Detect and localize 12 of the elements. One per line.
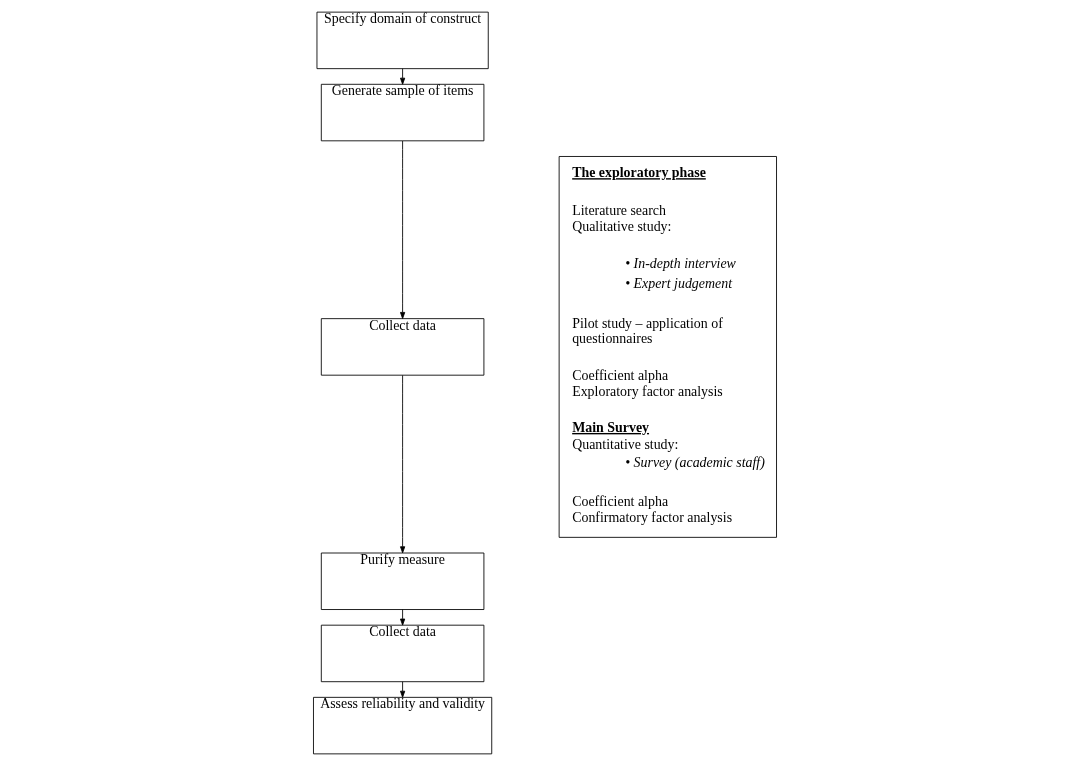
node-box: Generate sample of items [320,83,484,142]
node-box: Assess reliability and validity [312,696,492,755]
arrow [399,140,405,319]
arrow [399,609,405,626]
node-box: Specify domain of construct [316,11,489,70]
arrow [399,681,405,698]
arrow [399,374,405,554]
node-box: Purify measure [320,552,484,610]
node-box: Collect data [320,318,484,376]
arrow [399,68,405,85]
node-box: Collect data [320,624,484,683]
node-box: The exploratory phase Literature search Qualitative study: • In-depth interview • Expert judgement Pilot study – application of questionnaires Coefficient alpha Exploratory factor analysis Main Survey Quantitative study: • Survey (academic staff) Coefficient alpha Confirmatory factor analysis [558,156,777,538]
